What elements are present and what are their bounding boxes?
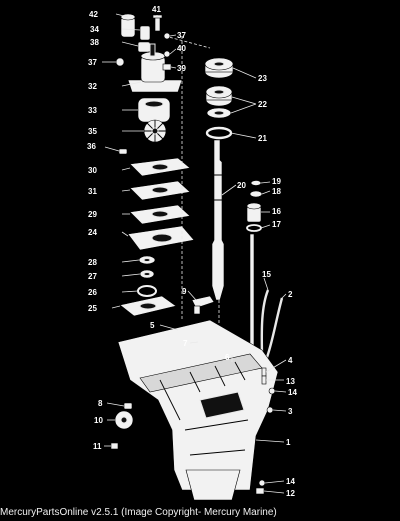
callout-labels: 42 34 38 37 32 33 35 36 30 31 29 24 28 2… (87, 5, 297, 498)
part-1-gear-housing (117, 319, 279, 491)
part-41-screw (152, 14, 163, 32)
callout-17: 17 (272, 220, 281, 229)
callout-33: 33 (88, 106, 97, 115)
part-28-seal (138, 255, 156, 265)
callout-12: 12 (286, 489, 295, 498)
callout-31: 31 (88, 187, 97, 196)
part-39-nut (162, 63, 172, 71)
part-25-gasket (119, 295, 177, 317)
callout-5: 5 (150, 321, 155, 330)
part-23-cap (204, 57, 234, 79)
part-3-plug (266, 406, 274, 414)
part-14-washer-lower (258, 479, 266, 487)
callout-24: 24 (88, 228, 97, 237)
part-9-bracket (191, 295, 215, 315)
callout-40: 40 (177, 44, 186, 53)
part-19-clip (250, 180, 262, 186)
leader-lines (102, 13, 287, 494)
part-15-cable (260, 289, 270, 359)
callout-38: 38 (90, 38, 99, 47)
callout-30: 30 (88, 166, 97, 175)
part-30-gasket (129, 157, 191, 177)
callout-4: 4 (288, 356, 293, 365)
part-22-bearing (205, 85, 233, 119)
callout-32: 32 (88, 82, 97, 91)
callout-21: 21 (258, 134, 267, 143)
callout-29: 29 (88, 210, 97, 219)
callout-20: 20 (237, 181, 246, 190)
part-38-bushing (137, 41, 151, 53)
part-24-pump-base (127, 225, 195, 251)
copyright-footer: MercuryPartsOnline v2.5.1 (Image Copyrig… (0, 505, 400, 521)
part-34-bushing (139, 25, 151, 41)
callout-3: 3 (288, 407, 293, 416)
callout-9: 9 (182, 287, 187, 296)
part-8-screw (123, 402, 133, 410)
callout-14-lower: 14 (286, 477, 295, 486)
callout-37-right: 37 (177, 31, 186, 40)
part-27-seal (139, 269, 155, 279)
callout-10: 10 (94, 416, 103, 425)
callout-41: 41 (152, 5, 161, 14)
part-17-o-ring (246, 224, 262, 232)
callout-35: 35 (88, 127, 97, 136)
callout-1: 1 (286, 438, 291, 447)
callout-22: 22 (258, 100, 267, 109)
part-13-screw (261, 375, 267, 385)
part-21-ring (205, 126, 233, 140)
part-2-cable (264, 297, 284, 361)
callout-15: 15 (262, 270, 271, 279)
skeg (185, 469, 241, 501)
part-36-key (118, 148, 128, 155)
part-37-grommet (115, 57, 125, 67)
part-40-washer (163, 50, 171, 58)
part-29-gasket (129, 204, 191, 225)
callout-28: 28 (88, 258, 97, 267)
callout-19: 19 (272, 177, 281, 186)
part-35-impeller (143, 119, 167, 143)
part-26-o-ring (137, 285, 157, 297)
callout-27: 27 (88, 272, 97, 281)
callout-7: 7 (183, 339, 188, 348)
callout-2: 2 (288, 290, 293, 299)
part-10-anode (114, 410, 134, 430)
part-4-screw (261, 367, 267, 377)
callout-34: 34 (90, 25, 99, 34)
callout-37-left: 37 (88, 58, 97, 67)
part-20-drive-shaft (211, 139, 225, 301)
callout-8: 8 (98, 399, 103, 408)
part-16-coupler (246, 202, 262, 223)
exploded-parts-diagram: 42 34 38 37 32 33 35 36 30 31 29 24 28 2… (87, 5, 297, 501)
part-31-plate (129, 180, 191, 201)
part-37-grommet-upper (163, 32, 171, 40)
callout-25: 25 (88, 304, 97, 313)
part-12-plug (255, 487, 265, 495)
callout-14-upper: 14 (288, 388, 297, 397)
part-33-insert (137, 97, 171, 123)
part-14-washer-upper (268, 387, 276, 395)
callout-6: 6 (225, 353, 230, 362)
callout-36: 36 (87, 142, 96, 151)
callout-42: 42 (89, 10, 98, 19)
callout-23: 23 (258, 74, 267, 83)
part-11-nut (110, 442, 119, 450)
callout-13: 13 (286, 377, 295, 386)
callout-18: 18 (272, 187, 281, 196)
callout-39: 39 (177, 64, 186, 73)
callout-11: 11 (93, 442, 102, 451)
callout-26: 26 (88, 288, 97, 297)
part-42-sleeve (120, 13, 136, 38)
callout-16: 16 (272, 207, 281, 216)
part-18-bushing (249, 190, 263, 198)
